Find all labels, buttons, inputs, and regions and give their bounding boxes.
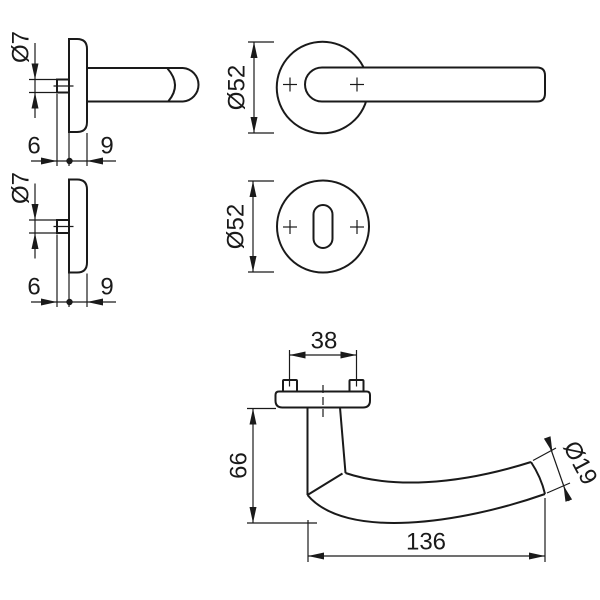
grip-bend-contour [166,67,176,102]
dim-label-pin-protrusion: 6 [27,133,40,160]
dim-pin-protrusion-and-rose-thickness-key: 6 9 [27,234,116,307]
view-lever-rose-front: Ø52 [224,40,546,135]
arrowhead-down [249,256,257,272]
grip-end-face [530,461,546,495]
dimension-dot [66,298,73,306]
grip-top-edge [345,461,532,484]
dim-label-pin-protrusion: 6 [27,274,40,301]
grip-bottom-edge [306,493,546,524]
arrowhead-left [289,351,306,359]
arrowhead-lower [563,485,573,502]
dim-rose-diameter-key: Ø52 [223,180,274,273]
view-lever-top: 38 66 Ø19 136 [226,328,600,562]
dim-label-neck-height: 66 [226,452,253,479]
arrowhead-left [87,157,103,165]
fixing-point-right [350,220,364,234]
dim-pin-diameter-key: Ø7 [8,172,56,259]
view-lever-rose-side: Ø7 6 9 [8,31,200,166]
dim-label-pin-diameter: Ø7 [8,31,35,63]
arrowhead-right [41,157,57,165]
arrowhead-up [31,92,39,109]
neck-end-cap [182,67,200,103]
fixing-point-right [350,77,364,92]
dim-handle-length: 136 [307,498,546,562]
arrowhead-right [41,298,57,306]
arrowhead-right [529,552,545,560]
arrowhead-up [249,181,257,197]
dim-label-grip-diameter: Ø19 [557,437,600,490]
fixing-point-left [283,220,297,234]
dim-label-rose-thickness: 9 [100,133,113,160]
dim-label-handle-length: 136 [406,529,446,556]
dimension-dot [66,157,73,165]
arrowhead-down [250,117,258,133]
neck-right-edge [339,407,347,474]
arrowhead-up [249,408,257,425]
arrowhead-upper [543,436,553,453]
fixing-point-left [283,77,297,92]
dim-pin-protrusion-and-rose-thickness-lever: 6 9 [27,94,116,166]
rose-profile-outline [68,178,88,274]
dim-label-screw-spacing: 38 [311,328,338,355]
arrowhead-left [87,298,103,306]
dim-rose-diameter-lever: Ø52 [224,41,274,134]
arrowhead-down [31,204,39,220]
arrowhead-down [31,63,39,80]
dim-neck-height: 66 [226,407,317,524]
dim-label-rose-diameter: Ø52 [224,65,251,110]
dim-label-rose-diameter: Ø52 [223,204,250,249]
arrowhead-up [31,233,39,249]
dim-screw-spacing: 38 [288,328,358,387]
keyhole-slot [312,204,334,249]
dim-label-pin-diameter: Ø7 [8,172,35,204]
view-key-rose-side: Ø7 6 9 [8,172,116,307]
rose-profile-outline [68,38,88,133]
dim-pin-diameter-lever: Ø7 [8,31,56,118]
arrowhead-down [249,507,257,523]
lever-bar [304,66,546,103]
arrowhead-left [308,552,324,560]
arrowhead-up [250,42,258,58]
grip-body-fill [307,462,545,523]
neck-grip-crease [306,472,344,496]
arrowhead-right [340,351,357,359]
dim-label-rose-thickness: 9 [100,274,113,301]
view-key-rose-front: Ø52 [223,179,370,274]
extension-line [546,482,571,494]
